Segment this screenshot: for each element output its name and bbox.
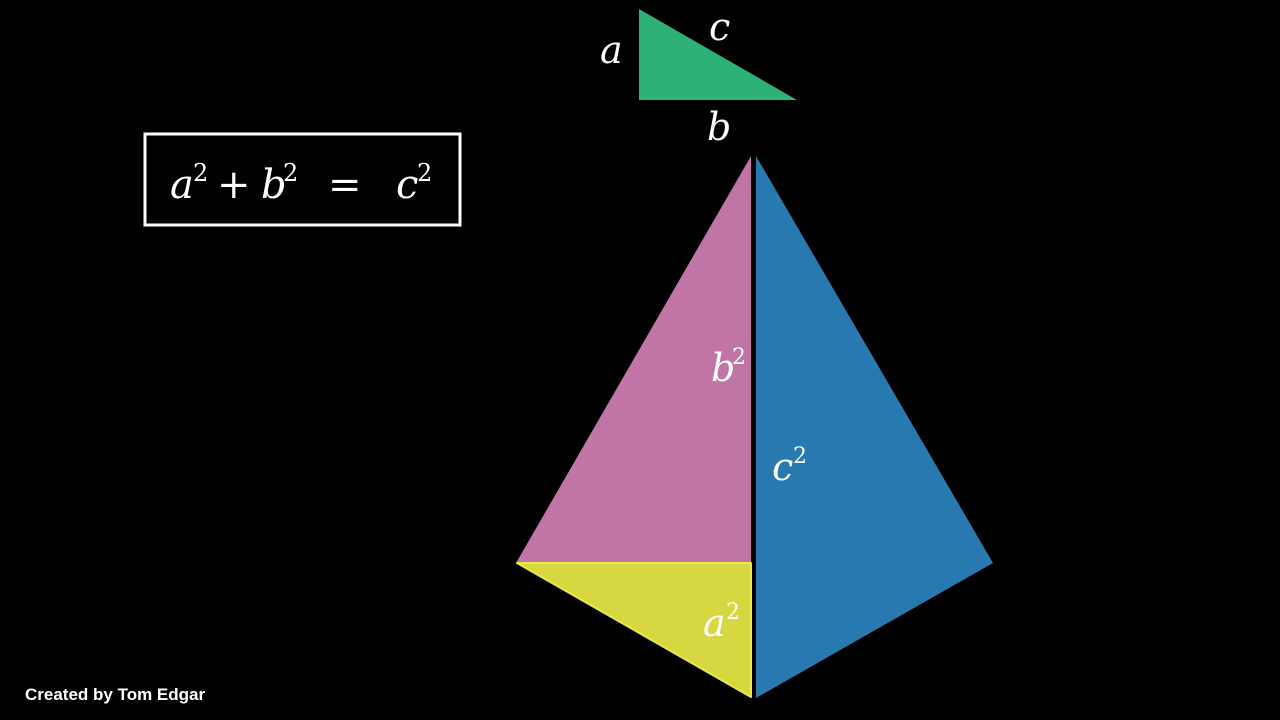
equation-b-exponent: 2 (283, 159, 298, 187)
equation-a: a (170, 162, 194, 208)
equation-frame (143, 132, 462, 227)
label-a2-exponent: 2 (726, 600, 740, 625)
label-b2-exponent: 2 (732, 345, 746, 370)
equation-equals: = (328, 162, 362, 208)
equation-c: c (396, 162, 418, 208)
equation-c-exponent: 2 (417, 159, 432, 187)
author-credit: Created by Tom Edgar (25, 685, 206, 704)
equation-b: b (261, 162, 287, 208)
label-a2-base: a (703, 601, 726, 645)
pyramid-figure: b 2 c 2 a 2 (516, 156, 993, 698)
label-b2-base: b (711, 346, 735, 390)
label-c2-exponent: 2 (793, 444, 807, 469)
small-triangle-label-c: c (709, 5, 730, 49)
equation-plus: + (217, 162, 251, 208)
triangle-c-squared (756, 156, 993, 698)
reference-triangle: a c b (600, 5, 797, 149)
equation-a-exponent: 2 (193, 159, 208, 187)
triangle-b-squared (516, 156, 751, 563)
triangle-a-squared (516, 562, 752, 698)
small-right-triangle (639, 9, 797, 100)
equation-box: a 2 + b 2 = c 2 (143, 132, 462, 227)
small-triangle-label-a: a (600, 28, 623, 72)
label-c2-base: c (772, 445, 793, 489)
small-triangle-label-b: b (707, 105, 731, 149)
